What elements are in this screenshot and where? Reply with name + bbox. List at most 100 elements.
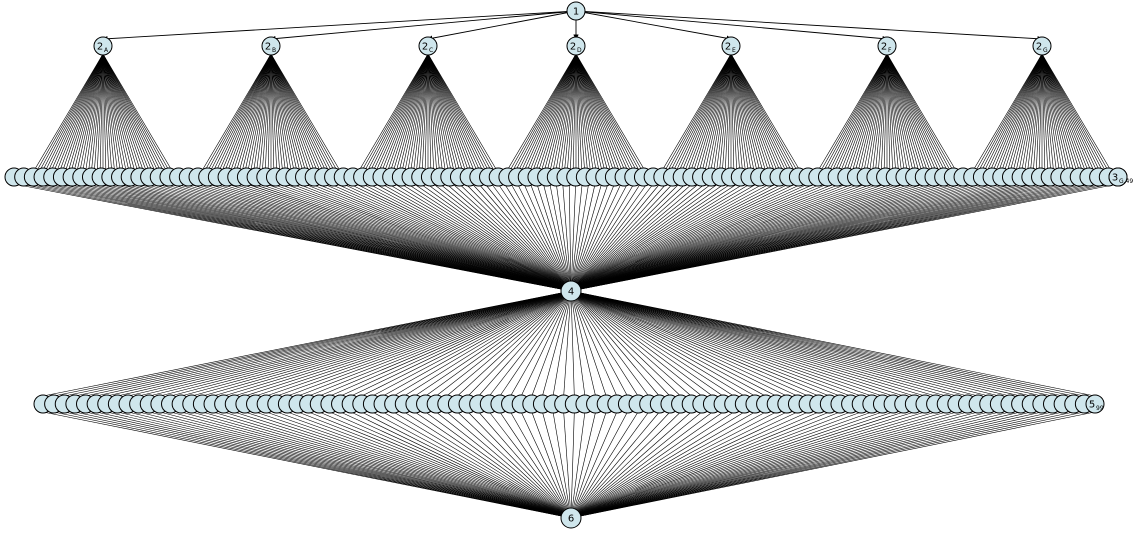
edge-5-to-6 bbox=[212, 411, 572, 519]
edge-2-to-3 bbox=[575, 53, 602, 170]
edge-5-to-6 bbox=[85, 411, 572, 519]
level3-node-last-subscript: G,49 bbox=[1119, 178, 1133, 185]
level3-node-last-circle bbox=[1108, 167, 1128, 187]
edge-2-to-3 bbox=[60, 53, 104, 170]
edge-2-to-3 bbox=[40, 53, 104, 170]
edge-2-to-3 bbox=[730, 53, 763, 170]
edge-2-to-3 bbox=[570, 53, 577, 170]
edge-2-to-3 bbox=[1024, 53, 1043, 170]
edge-2-to-3 bbox=[270, 53, 320, 170]
edge-5-to-6 bbox=[570, 411, 766, 519]
edge-4-to-5 bbox=[361, 290, 572, 397]
edge-2-to-3 bbox=[575, 53, 608, 170]
edge-2-to-3 bbox=[852, 53, 888, 170]
edge-2-to-3 bbox=[51, 53, 104, 170]
edge-5-to-6 bbox=[127, 411, 572, 519]
edge-4-to-5 bbox=[570, 290, 957, 397]
edge-2-to-3 bbox=[668, 53, 732, 170]
edge-2-to-3 bbox=[875, 53, 888, 170]
edge-4-to-5 bbox=[570, 290, 1096, 397]
edge-3-to-4 bbox=[570, 183, 809, 292]
edge-2-to-3 bbox=[521, 53, 577, 170]
edge-2-to-3 bbox=[1041, 53, 1060, 170]
edge-3-to-4 bbox=[207, 183, 572, 292]
level2-node-e-circle bbox=[721, 36, 741, 56]
edge-3-to-4 bbox=[259, 183, 572, 292]
edge-4-to-5 bbox=[552, 290, 572, 397]
edge-3-to-4 bbox=[510, 183, 572, 292]
edge-2-to-3 bbox=[1041, 53, 1099, 170]
edge-2-to-3 bbox=[993, 53, 1043, 170]
edge-3-to-4 bbox=[278, 183, 572, 292]
level2-node-d-circle bbox=[566, 36, 586, 56]
level2-node-f-circle bbox=[877, 36, 897, 56]
edge-2-to-3 bbox=[827, 53, 888, 170]
edge-3-to-4 bbox=[452, 183, 572, 292]
edge-3-to-4 bbox=[570, 183, 918, 292]
edge-5-to-6 bbox=[457, 411, 572, 519]
edge-2-to-3 bbox=[256, 53, 272, 170]
edge-1-to-2-2 bbox=[427, 10, 577, 41]
edges-layer bbox=[13, 10, 1119, 519]
edge-2-to-3 bbox=[730, 53, 777, 170]
edge-3-to-4 bbox=[272, 183, 572, 292]
edge-2-to-3 bbox=[730, 53, 771, 170]
edge-2-to-3 bbox=[1041, 53, 1105, 170]
edge-3-to-4 bbox=[265, 183, 572, 292]
edge-4-to-5 bbox=[106, 290, 572, 397]
edge-5-to-6 bbox=[570, 411, 787, 519]
edge-2-to-3 bbox=[564, 53, 577, 170]
edge-2-to-3 bbox=[730, 53, 735, 170]
merge-node: 4 bbox=[560, 280, 582, 302]
edge-2-to-3 bbox=[245, 53, 272, 170]
edge-2-to-3 bbox=[730, 53, 766, 170]
edge-3-to-4 bbox=[420, 183, 572, 292]
edge-5-to-6 bbox=[552, 411, 572, 519]
edge-3-to-4 bbox=[459, 183, 572, 292]
edge-5-to-6 bbox=[64, 411, 572, 519]
edge-2-to-3 bbox=[208, 53, 272, 170]
edge-2-to-3 bbox=[1041, 53, 1068, 170]
edge-2-to-3 bbox=[886, 53, 893, 170]
edge-3-to-4 bbox=[214, 183, 572, 292]
edge-3-to-4 bbox=[570, 183, 757, 292]
level2-node-a-circle bbox=[93, 36, 113, 56]
edge-5-to-6 bbox=[202, 411, 572, 519]
edge-2-to-3 bbox=[270, 53, 283, 170]
edge-3-to-4 bbox=[570, 183, 725, 292]
edge-2-to-3 bbox=[847, 53, 888, 170]
edge-2-to-3 bbox=[730, 53, 749, 170]
edge-2-to-3 bbox=[270, 53, 323, 170]
edge-2-to-3 bbox=[886, 53, 891, 170]
edge-3-to-4 bbox=[368, 183, 572, 292]
edge-1-to-2-1 bbox=[270, 10, 577, 42]
edge-2-to-3 bbox=[413, 53, 429, 170]
level2-node-g-circle bbox=[1032, 36, 1052, 56]
edge-5-to-6 bbox=[308, 411, 572, 519]
edge-2-to-3 bbox=[561, 53, 577, 170]
edge-2-to-3 bbox=[886, 53, 908, 170]
merge-node-label: 4 bbox=[568, 287, 574, 298]
edge-2-to-3 bbox=[558, 53, 577, 170]
edge-2-to-3 bbox=[427, 53, 437, 170]
edge-2-to-3 bbox=[382, 53, 429, 170]
edge-5-to-6 bbox=[570, 411, 883, 519]
edge-4-to-5 bbox=[570, 290, 724, 397]
edge-4-to-5 bbox=[382, 290, 572, 397]
edge-3-to-4 bbox=[233, 183, 572, 292]
edge-2-to-3 bbox=[270, 53, 303, 170]
edge-2-to-3 bbox=[37, 53, 104, 170]
edge-4-to-5 bbox=[570, 290, 756, 397]
edge-2-to-3 bbox=[841, 53, 888, 170]
edge-2-to-3 bbox=[861, 53, 888, 170]
edge-1-to-2-0 bbox=[102, 10, 577, 42]
edge-4-to-5 bbox=[127, 290, 572, 397]
edge-2-to-3 bbox=[214, 53, 272, 170]
edge-2-to-3 bbox=[1041, 53, 1054, 170]
edge-2-to-3 bbox=[730, 53, 769, 170]
edge-2-to-3 bbox=[575, 53, 616, 170]
edge-2-to-3 bbox=[1041, 53, 1074, 170]
edge-2-to-3 bbox=[730, 53, 752, 170]
edge-5-to-6 bbox=[570, 411, 618, 519]
edge-2-to-3 bbox=[1041, 53, 1097, 170]
